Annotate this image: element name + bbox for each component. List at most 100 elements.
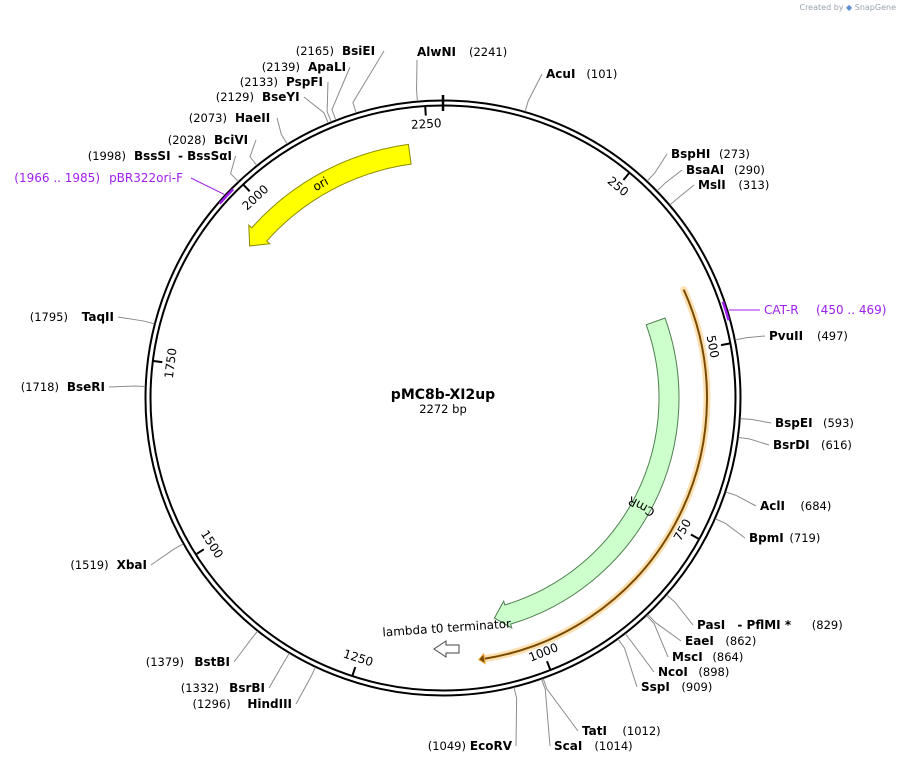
site-position: (909) [681,680,712,694]
site-bsrdi: BsrDI (616) [738,436,852,452]
site-leader-line [738,436,770,446]
site-name: ApaLI [308,60,346,74]
site-bpmi: BpmI(719) [715,518,820,545]
tick-label: 2250 [411,116,442,132]
site-acli: AclI (684) [725,491,831,513]
site-position: (864) [712,650,743,664]
site-leader-line [524,73,543,112]
site-leader-line [624,633,655,673]
site-msli: MslI(313) [669,178,769,206]
orf-arrow-head [477,652,486,665]
feature-ori [248,143,412,247]
site-name: SspI [641,680,670,694]
site-position: (2028) [168,133,206,147]
tick-mark [152,359,163,364]
primer-name: pBR322ori-F [109,171,183,185]
site-name: BsrDI [773,438,810,452]
site-name: BsaAI [686,163,724,177]
site-leader-line [295,667,316,705]
site-leader-line [230,155,239,182]
site-position: (2073) [189,111,227,125]
site-position: (616) [821,438,852,452]
site-position: (101) [586,67,617,81]
site-leader-line [715,518,746,539]
plasmid-length: 2272 bp [419,402,467,416]
site-name: PspFI [286,75,323,89]
tick-mark [424,105,427,116]
site-name: HindIII [247,697,292,711]
site-position: (684) [800,499,831,513]
site-position: (593) [823,416,854,430]
feature-label-lambda-t0-terminator: lambda t0 terminator [382,617,511,640]
site-sspi: SspI (909) [617,638,712,694]
tick-label: 250 [605,174,632,199]
site-name: PasI [697,618,725,632]
site-eaei: EaeI(862) [647,614,756,648]
site-name: BseYI [262,90,300,104]
site-position: (1332) [181,681,219,695]
site-name: AlwNI [417,45,456,59]
site-leader-line [331,66,351,121]
watermark-brand: SnapGene [854,3,896,12]
site-bsrbi: (1332) BsrBI [181,653,290,695]
site-leader-line [416,59,418,102]
site-bsiei: (2165) BsiEI [296,44,385,114]
site-leader-line [740,418,772,424]
site-leader-line [541,679,551,747]
site-leader-line [108,385,146,388]
snapgene-watermark: Created by ◆ SnapGene [799,3,896,12]
site-leader-line [617,638,638,688]
plasmid-backbone [144,95,742,697]
site-bsssi: (1998)BssSI- BssSαI [88,149,239,182]
site-position: (1718) [21,380,59,394]
site-pasi: PasI- PflMI *(829) [666,594,843,632]
site-name: AclI [760,499,785,513]
tick-label: 500 [704,334,722,359]
site-bstbi: (1379) BstBI [146,630,258,669]
orf-arrow-shaft [484,289,708,660]
site-leader-line [646,153,668,182]
site-position: (1049) [428,739,466,753]
primer-name: CAT-R [764,303,799,317]
site-name: BsrBI [229,681,265,695]
site-position: (829) [812,618,843,632]
site-leader-line [150,543,184,566]
site-leader-line [656,169,683,192]
primer-range: (450 .. 469) [816,303,886,317]
feature-label-ori: ori [310,174,331,194]
site-position: (1795) [30,310,68,324]
site-leader-line [735,335,766,341]
plasmid-name: pMC8b-XI2up [391,387,495,403]
site-name: BsiEI [342,44,375,58]
site-position: (497) [817,329,848,343]
site-position: (313) [738,178,769,192]
site-bsphi: BspHI(273) [646,147,750,182]
site-name: EaeI [685,634,714,648]
site-name: MscI [672,650,703,664]
tick-mark [351,666,357,677]
site-position: (2165) [296,44,334,58]
tick-label: 1500 [198,528,226,561]
restriction-sites: AlwNI(2241)AcuI(101)BspHI(273)BsaAI(290)… [21,44,854,753]
watermark-prefix: Created by [799,3,844,12]
site-position: (2241) [469,45,507,59]
site-name-secondary: - BssSαI [178,149,232,163]
site-name: PvuII [769,329,803,343]
site-ncoi: NcoI(898) [624,633,729,679]
site-xbai: (1519)XbaI [70,543,184,572]
site-name: NcoI [658,665,688,679]
site-name: TatI [582,724,607,738]
site-position: (2139) [262,60,300,74]
site-position: (1519) [70,558,108,572]
site-acui: AcuI(101) [524,67,617,112]
site-leader-line [647,614,682,642]
tick-mark [690,533,701,541]
site-name: BciVI [214,133,248,147]
site-position: (1379) [146,655,184,669]
tick-mark [242,183,251,193]
site-leader-line [725,491,757,507]
site-name: BstBI [194,655,230,669]
primer-bar-pbr322ori-f [218,188,235,205]
